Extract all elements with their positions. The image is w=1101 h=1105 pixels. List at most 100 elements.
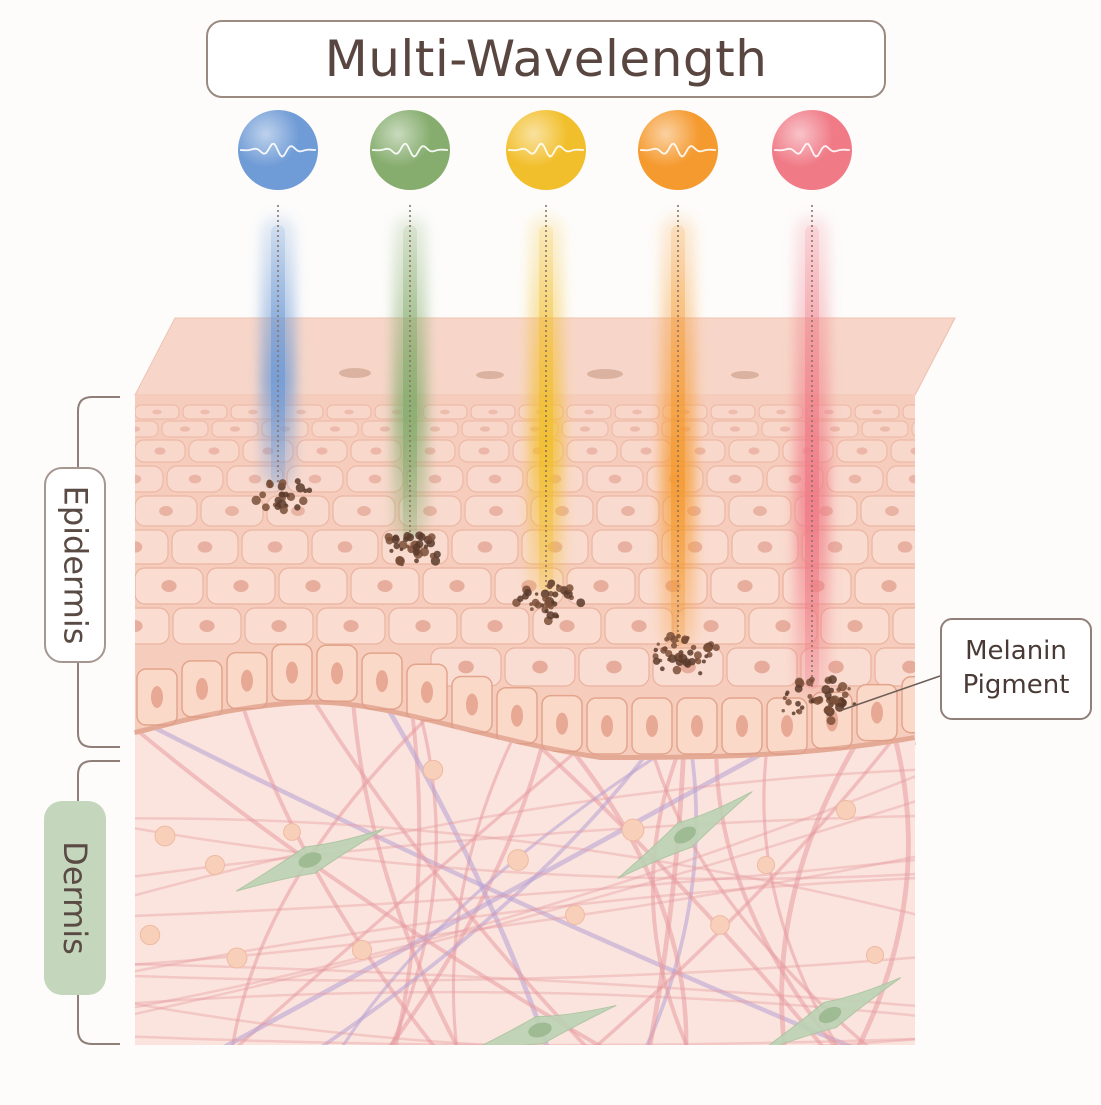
cell-nucleus <box>885 506 899 516</box>
cell-nucleus <box>902 660 915 674</box>
cell-nucleus <box>478 447 490 455</box>
melanin-granule <box>698 671 703 676</box>
cell-nucleus <box>606 660 622 674</box>
fibroblast-nucleus <box>298 852 322 868</box>
cell-nucleus <box>329 426 341 432</box>
fibroblast <box>617 791 753 879</box>
cell-nucleus <box>337 541 353 553</box>
cell-nucleus <box>629 426 641 432</box>
epidermis-label: Epidermis <box>56 485 94 645</box>
melanin-granule <box>664 636 670 642</box>
cell-nucleus <box>449 580 465 592</box>
fibroblast-cells <box>235 791 902 1045</box>
melanin-granule <box>544 609 549 614</box>
melanin-granule <box>303 488 308 493</box>
melanin-granule <box>259 491 267 499</box>
epidermis-cell <box>892 607 915 645</box>
melanin-pointer <box>841 675 941 711</box>
melanin-cluster <box>384 531 441 567</box>
cell-nucleus <box>511 704 523 727</box>
melanin-granule <box>704 654 709 659</box>
cell-nucleus <box>151 686 163 708</box>
cell-nucleus <box>703 620 719 632</box>
wave-icon <box>239 142 317 158</box>
dermis-particle <box>835 799 857 821</box>
melanin-granule <box>684 661 692 668</box>
cell-nucleus <box>753 506 767 516</box>
page-title: Multi-Wavelength <box>324 30 768 88</box>
melanin-granule <box>670 635 679 644</box>
epidermis-cell <box>135 607 170 645</box>
cell-nucleus <box>379 426 391 432</box>
cell-nucleus <box>197 541 213 553</box>
cell-nucleus <box>199 620 215 632</box>
cell-nucleus <box>415 620 431 632</box>
cell-nucleus <box>881 580 897 592</box>
melanin-granule <box>668 654 677 663</box>
cell-nucleus <box>617 541 633 553</box>
cell-nucleus <box>488 409 498 415</box>
melanin-granule <box>701 659 706 664</box>
dermis-particle <box>154 825 176 847</box>
melanin-granule <box>681 635 689 644</box>
cell-nucleus <box>477 541 493 553</box>
block-side-face <box>914 317 956 396</box>
blue-light-beam <box>261 205 295 489</box>
melanin-granule <box>403 532 412 541</box>
fibroblast <box>463 1004 617 1045</box>
melanin-granule <box>415 531 424 540</box>
melanin-granule <box>419 547 430 557</box>
collagen-fiber <box>135 824 915 881</box>
melanin-granule <box>534 601 542 609</box>
dermis-particle <box>756 855 776 875</box>
cell-nucleus <box>632 409 642 415</box>
epidermis-cell <box>890 439 915 463</box>
cell-nucleus <box>586 447 598 455</box>
cell-nucleus <box>910 447 915 455</box>
melanin-granule <box>294 478 301 485</box>
collagen-fiber <box>451 704 534 1045</box>
cell-nucleus <box>428 474 442 484</box>
cell-nucleus <box>640 447 652 455</box>
collagen-fiber <box>135 767 915 901</box>
collagen-fiber <box>135 814 915 880</box>
cell-nucleus <box>532 660 548 674</box>
cell-nucleus <box>343 620 359 632</box>
cell-nucleus <box>781 715 793 737</box>
title-box: Multi-Wavelength <box>206 20 886 98</box>
melanin-granule <box>827 709 832 714</box>
collagen-fiber <box>135 990 915 1019</box>
cell-nucleus <box>871 701 883 724</box>
epidermis-cell <box>886 465 915 493</box>
cell-nucleus <box>154 447 166 455</box>
melanin-granule <box>847 686 851 691</box>
orange-light-orb <box>638 110 718 190</box>
melanin-granule <box>791 711 796 716</box>
melanin-granule <box>841 691 849 699</box>
melanin-label-line2: Pigment <box>962 670 1070 700</box>
melanin-granule <box>286 492 296 501</box>
cell-nucleus <box>466 693 478 716</box>
cell-nucleus <box>729 426 741 432</box>
blue-light-orb <box>238 110 318 190</box>
cell-nucleus <box>694 447 706 455</box>
cell-nucleus <box>487 620 503 632</box>
melanin-granule <box>810 699 815 704</box>
dermis-particle <box>710 915 730 935</box>
fibroblast-nucleus <box>528 1022 552 1038</box>
cell-nucleus <box>748 447 760 455</box>
epidermis-cell <box>902 404 915 420</box>
melanin-granule <box>393 542 400 550</box>
cell-nucleus <box>559 620 575 632</box>
dermis-particle <box>205 855 225 875</box>
melanin-granule <box>306 487 313 494</box>
cell-nucleus <box>930 426 940 431</box>
melanin-granule <box>670 642 678 649</box>
epidermis-cell <box>135 420 159 438</box>
cell-nucleus <box>776 409 786 415</box>
melanin-granule <box>262 503 270 512</box>
cell-nucleus <box>377 580 393 592</box>
melanin-granule <box>517 595 524 603</box>
melanin-granule <box>433 550 441 559</box>
